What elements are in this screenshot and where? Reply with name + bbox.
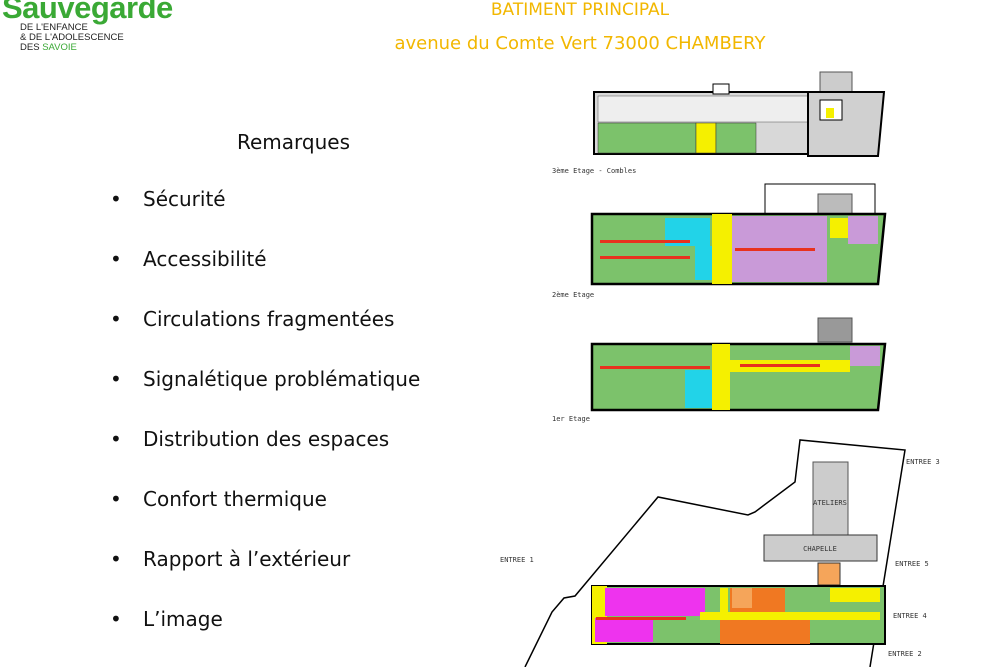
plan-floor3: 3ème Etage - Combles — [552, 71, 886, 175]
logo: Sauvegarde DE L'ENFANCE & DE L'ADOLESCEN… — [2, 0, 173, 53]
logo-line: SAVOIE — [42, 42, 77, 53]
bullet-icon: • — [110, 187, 122, 211]
page-title: BATIMENT PRINCIPAL — [490, 0, 670, 20]
logo-sub: DE L'ENFANCE & DE L'ADOLESCENCE DES SAVO… — [20, 23, 173, 53]
remark-text: Circulations fragmentées — [143, 307, 395, 331]
logo-main: Sauvegarde — [2, 0, 173, 25]
bullet-icon: • — [110, 607, 122, 631]
bullet-icon: • — [110, 247, 122, 271]
chapelle-label: CHAPELLE — [803, 545, 837, 553]
remark-text: Distribution des espaces — [143, 427, 390, 451]
logo-line-3: DES SAVOIE — [20, 43, 173, 53]
remark-text: Accessibilité — [143, 247, 267, 271]
remark-item: • Accessibilité — [110, 247, 267, 271]
remark-item: • Sécurité — [110, 187, 226, 211]
remark-item: • L’image — [110, 607, 223, 631]
entry-label: ENTREE 4 — [893, 612, 927, 620]
logo-line: DE L'ENFANCE — [20, 22, 88, 33]
entry-label: ENTREE 2 — [888, 650, 922, 658]
remark-item: • Circulations fragmentées — [110, 307, 394, 331]
remarks-heading: Remarques — [237, 130, 351, 154]
bullet-icon: • — [110, 367, 122, 391]
bullet-icon: • — [110, 427, 122, 451]
logo-line: & DE L'ADOLESCENCE — [20, 32, 124, 43]
plan-floor2: 2ème Etage — [552, 183, 887, 299]
remark-text: Rapport à l’extérieur — [143, 547, 351, 571]
floor3-label: 3ème Etage - Combles — [552, 167, 636, 175]
remark-item: • Distribution des espaces — [110, 427, 389, 451]
bullet-icon: • — [110, 487, 122, 511]
floor2-label: 2ème Etage — [552, 291, 594, 299]
entry-label: ENTREE 3 — [906, 458, 940, 466]
remark-item: • Rapport à l’extérieur — [110, 547, 350, 571]
plan-floor1: 1er Etage — [552, 317, 887, 423]
plan-ground: ATELIERS CHAPELLE ENTREE 1 ENTREE 2 ENTR… — [500, 439, 940, 667]
remark-text: Signalétique problématique — [143, 367, 421, 391]
bullet-icon: • — [110, 307, 122, 331]
remark-item: • Confort thermique — [110, 487, 327, 511]
floor1-label: 1er Etage — [552, 415, 590, 423]
remark-text: Confort thermique — [143, 487, 327, 511]
entry-label: ENTREE 1 — [500, 556, 534, 564]
entry-label: ENTREE 5 — [895, 560, 929, 568]
remark-text: Sécurité — [143, 187, 226, 211]
page-subtitle: avenue du Comte Vert 73000 CHAMBERY — [394, 33, 766, 54]
remark-text: L’image — [143, 607, 223, 631]
remark-item: • Signalétique problématique — [110, 367, 420, 391]
ateliers-label: ATELIERS — [813, 499, 847, 507]
logo-line: DES — [20, 42, 43, 53]
bullet-icon: • — [110, 547, 122, 571]
